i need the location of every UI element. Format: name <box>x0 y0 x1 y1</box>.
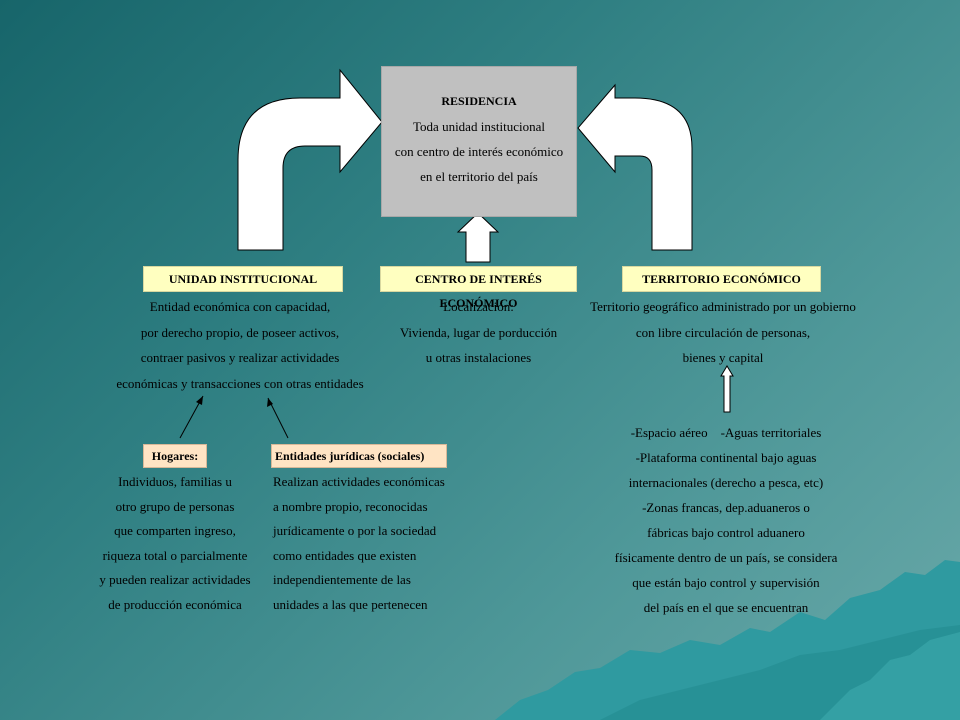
centro-line: u otras instalaciones <box>425 350 532 365</box>
entidades-line: independientemente de las <box>273 572 411 587</box>
hogares-line: riqueza total o parcialmente <box>102 547 248 563</box>
unidad-institucional-header: UNIDAD INSTITUCIONAL <box>143 266 343 292</box>
territorio-detalle-line: físicamente dentro de un país, se consid… <box>614 550 838 565</box>
hogares-text: Individuos, familias u otro grupo de per… <box>90 470 260 617</box>
hogares-line: y pueden realizar actividades <box>99 572 251 587</box>
hogares-line: que comparten ingreso, <box>114 523 236 538</box>
territorio-detalle-line: -Plataforma continental bajo aguas <box>635 450 817 465</box>
entidades-juridicas-header: Entidades jurídicas (sociales) <box>271 444 447 468</box>
unidad-line: Entidad económica con capacidad, <box>149 299 331 314</box>
residencia-title: RESIDENCIA <box>441 94 517 108</box>
centro-line: Vivienda, lugar de porducción <box>399 324 558 340</box>
territorio-detalle-text: -Espacio aéreo -Aguas territoriales -Pla… <box>596 420 856 620</box>
territorio-economico-header: TERRITORIO ECONÓMICO <box>622 266 821 292</box>
centro-line: Localización: <box>443 299 514 314</box>
up-arrow-territorio <box>720 365 734 413</box>
entidades-line: Realizan actividades económicas <box>273 474 445 489</box>
territorio-detalle-line: fábricas bajo control aduanero <box>647 525 805 540</box>
hogares-line: de producción económica <box>108 596 242 612</box>
territorio-detalle-line: -Espacio aéreo -Aguas territoriales <box>630 425 822 440</box>
territorio-line: Territorio geográfico administrado por u… <box>590 299 856 314</box>
curved-arrow-right <box>577 83 693 251</box>
entidades-line: unidades a las que pertenecen <box>273 596 428 612</box>
centro-interes-header: CENTRO DE INTERÉS ECONÓMICO <box>380 266 577 310</box>
up-arrow-center <box>456 212 500 263</box>
hogares-line: Individuos, familias u <box>118 474 232 489</box>
residencia-box: RESIDENCIA Toda unidad institucional con… <box>381 66 577 217</box>
centro-interes-text: Localización: Vivienda, lugar de porducc… <box>380 294 577 371</box>
residencia-line: con centro de interés económico <box>394 144 564 159</box>
entidades-line: jurídicamente o por la sociedad <box>273 523 437 538</box>
territorio-line: bienes y capital <box>682 350 764 365</box>
territorio-line: con libre circulación de personas, <box>635 324 811 340</box>
territorio-detalle-line: que están bajo control y supervisión <box>632 575 820 590</box>
curved-arrow-left <box>237 68 383 251</box>
unidad-institucional-text: Entidad económica con capacidad, por der… <box>105 294 375 396</box>
hogares-line: otro grupo de personas <box>115 498 235 514</box>
entidades-juridicas-text: Realizan actividades económicas a nombre… <box>273 470 463 617</box>
territorio-detalle-line: del país en el que se encuentran <box>643 600 809 615</box>
entidades-line: como entidades que existen <box>273 547 417 563</box>
unidad-line: contraer pasivos y realizar actividades <box>140 350 340 365</box>
territorio-economico-text: Territorio geográfico administrado por u… <box>582 294 864 371</box>
residencia-line: en el territorio del país <box>420 169 538 184</box>
residencia-line: Toda unidad institucional <box>413 119 545 134</box>
territorio-detalle-line: -Zonas francas, dep.aduaneros o <box>642 500 810 515</box>
territorio-detalle-line: internacionales (derecho a pesca, etc) <box>628 475 824 490</box>
unidad-line: por derecho propio, de poseer activos, <box>140 324 340 340</box>
entidades-line: a nombre propio, reconocidas <box>273 498 428 514</box>
unidad-line: económicas y transacciones con otras ent… <box>116 375 364 391</box>
hogares-header: Hogares: <box>143 444 207 468</box>
